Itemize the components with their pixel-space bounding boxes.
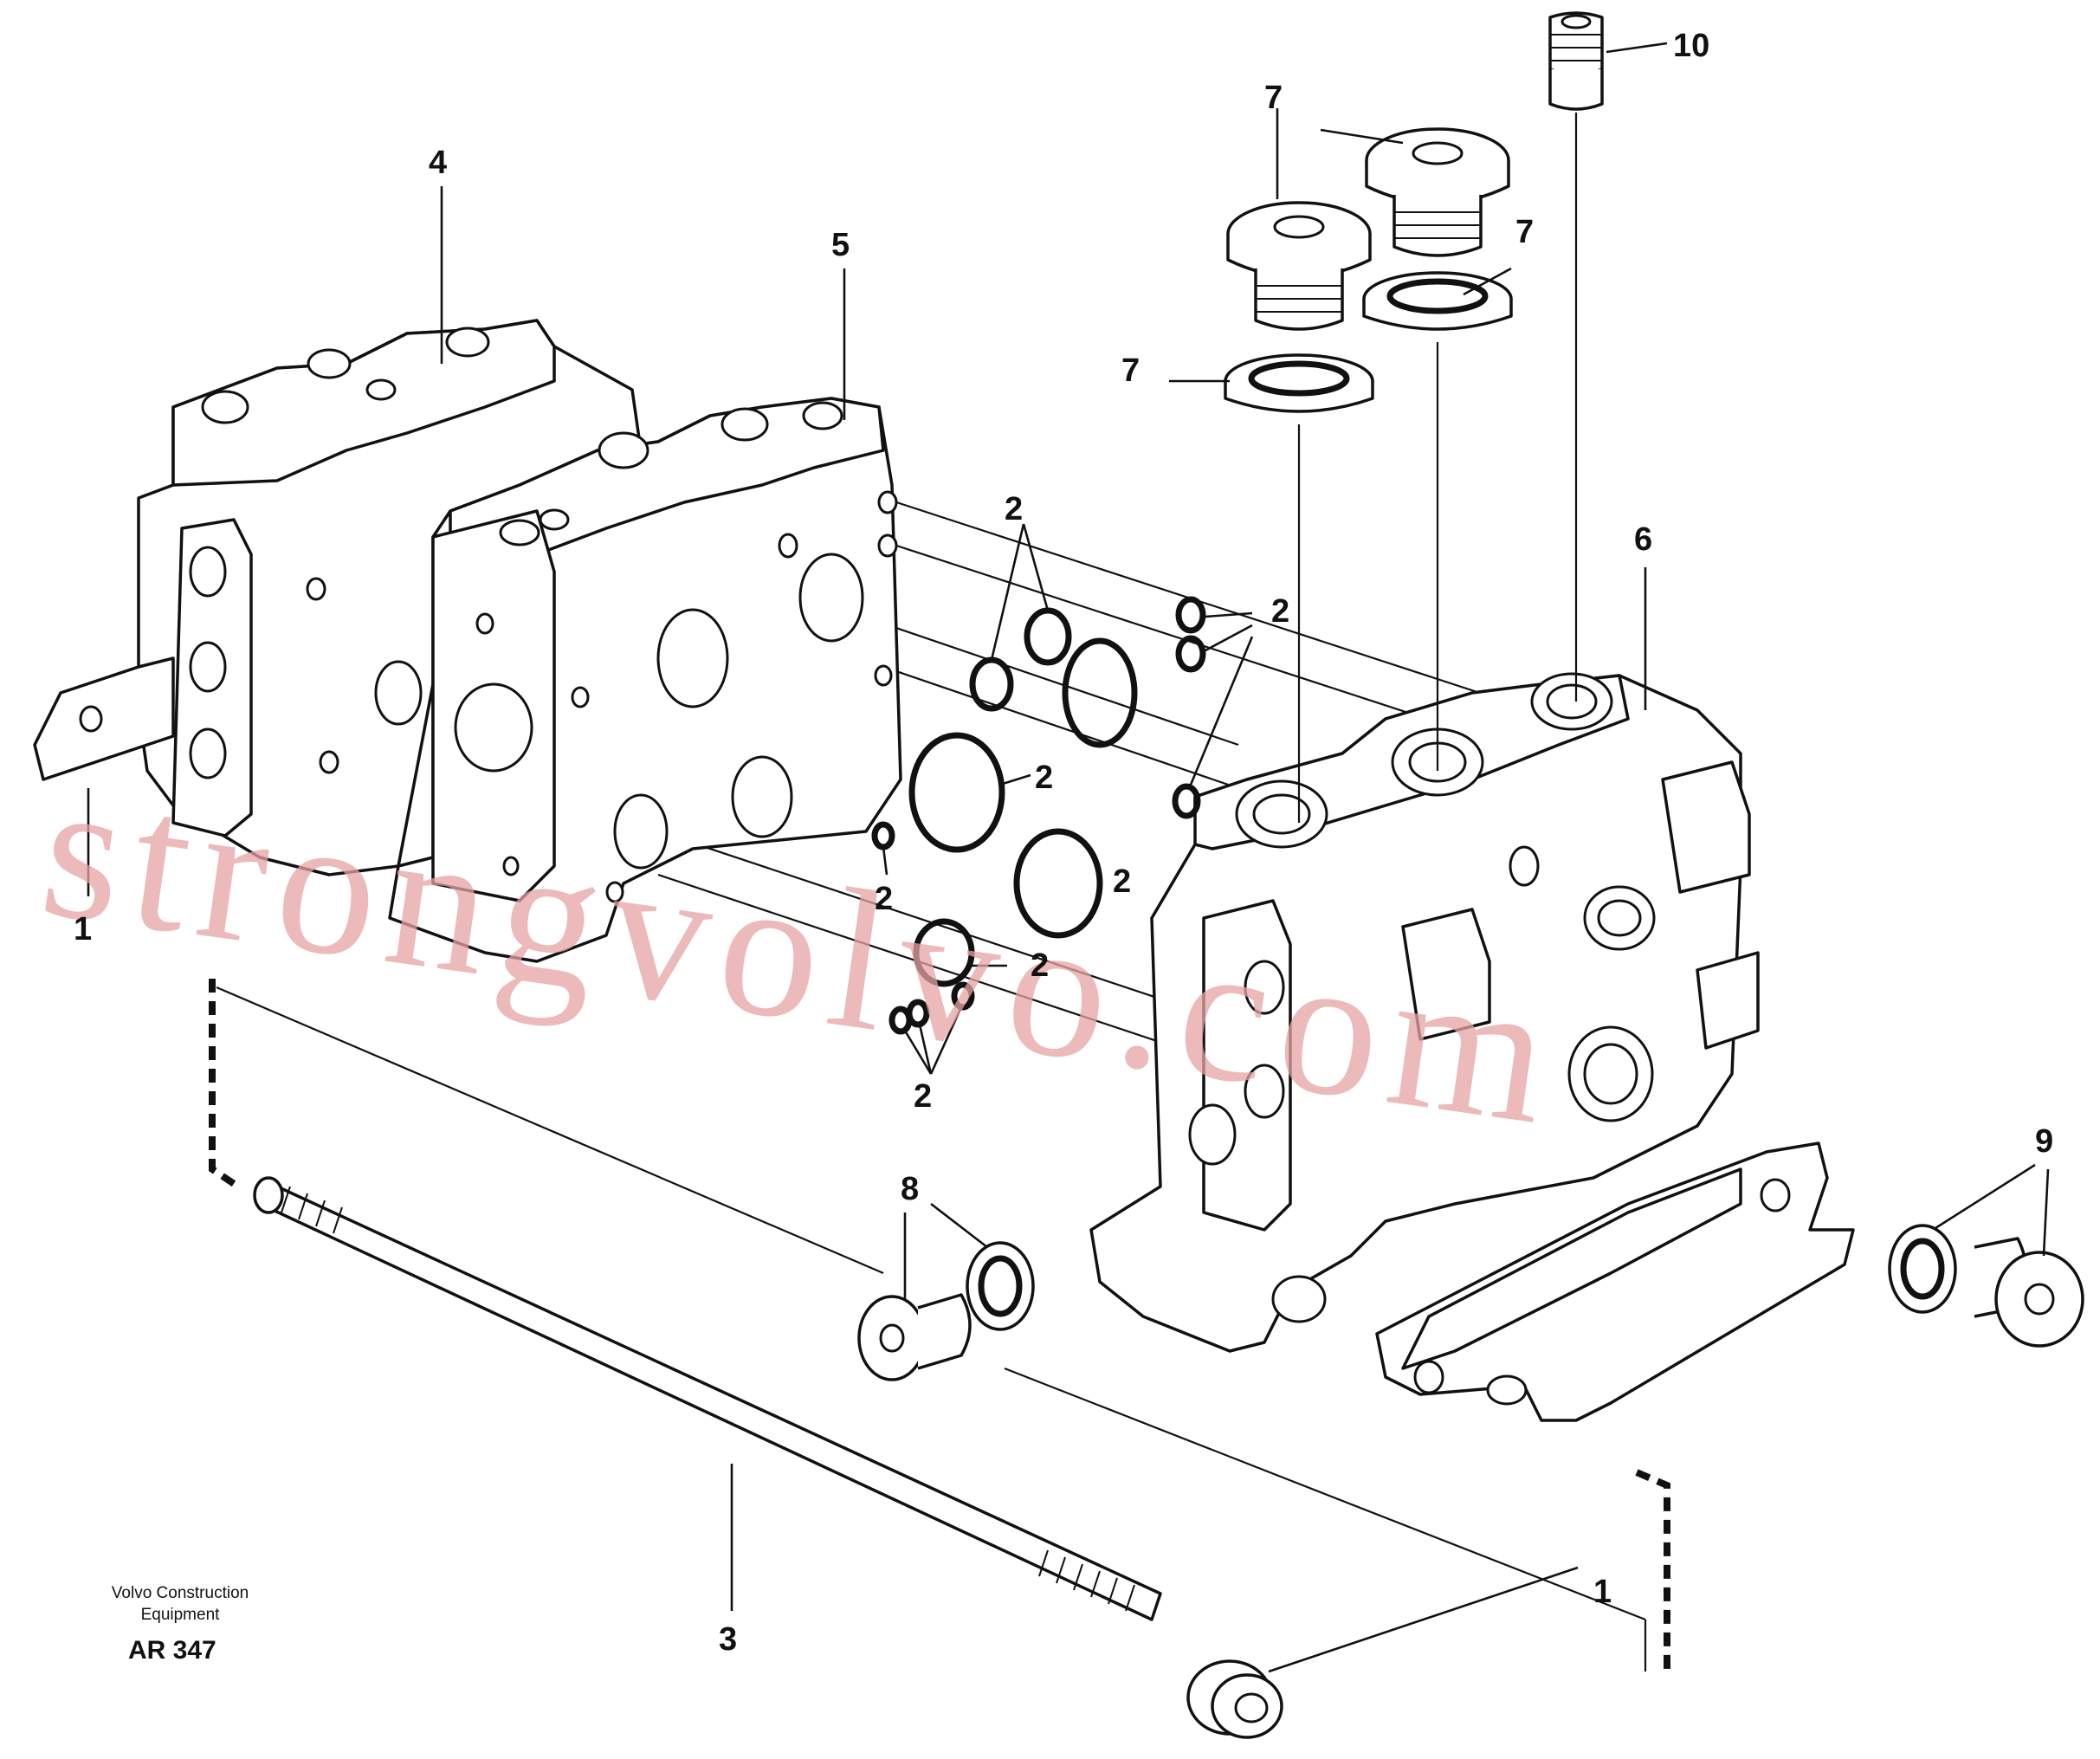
callout-6: 6	[1634, 521, 1652, 558]
plug-with-seal-8	[857, 1241, 1035, 1381]
callout-7-right: 7	[1515, 214, 1534, 250]
leader-lines	[87, 42, 2050, 1673]
callout-7-left: 7	[1121, 352, 1140, 389]
valve-middle-section	[388, 397, 902, 963]
mounting-bracket-right	[1375, 1141, 1855, 1422]
callout-7-top: 7	[1264, 80, 1283, 116]
seal-ring-left	[1224, 353, 1374, 413]
callout-5: 5	[831, 227, 850, 263]
callout-2-e: 2	[1113, 863, 1131, 900]
nut	[1186, 1659, 1283, 1739]
tie-rod	[253, 1176, 1162, 1621]
plug-right	[1365, 127, 1510, 257]
callout-4: 4	[429, 145, 447, 181]
figure-reference: AR 347	[128, 1636, 216, 1665]
plug-left	[1226, 201, 1372, 331]
callout-10: 10	[1673, 28, 1709, 64]
callout-2-g: 2	[914, 1078, 932, 1115]
callout-3: 3	[719, 1621, 737, 1658]
callout-1-bottom: 1	[1593, 1574, 1612, 1610]
company-line-2: Equipment	[141, 1606, 221, 1624]
callout-9: 9	[2035, 1123, 2053, 1160]
seal-ring-right	[1362, 271, 1513, 331]
dashed-brackets	[209, 979, 1670, 1676]
callout-2-f: 2	[1031, 947, 1049, 984]
callout-1-left: 1	[74, 911, 92, 947]
plug-with-seal-9	[1888, 1224, 2084, 1348]
callout-2-a: 2	[1005, 491, 1023, 527]
callout-2-c: 2	[1035, 760, 1053, 796]
callout-2-b: 2	[1271, 593, 1289, 630]
callout-8: 8	[901, 1171, 919, 1207]
footer-caption: Volvo Construction Equipment AR 347	[112, 1584, 249, 1665]
company-line-1: Volvo Construction	[112, 1584, 249, 1602]
fitting	[1548, 11, 1604, 111]
o-rings	[871, 596, 1206, 1035]
valve-end-section-right	[1089, 672, 1760, 1353]
callout-2-d: 2	[875, 881, 893, 917]
callout-labels: 4 5 6 7 7 7 10 2 2 2 2 2 2 2 8 9 1 1 3	[74, 28, 2053, 1658]
vertical-guide-lines	[1297, 113, 1578, 823]
